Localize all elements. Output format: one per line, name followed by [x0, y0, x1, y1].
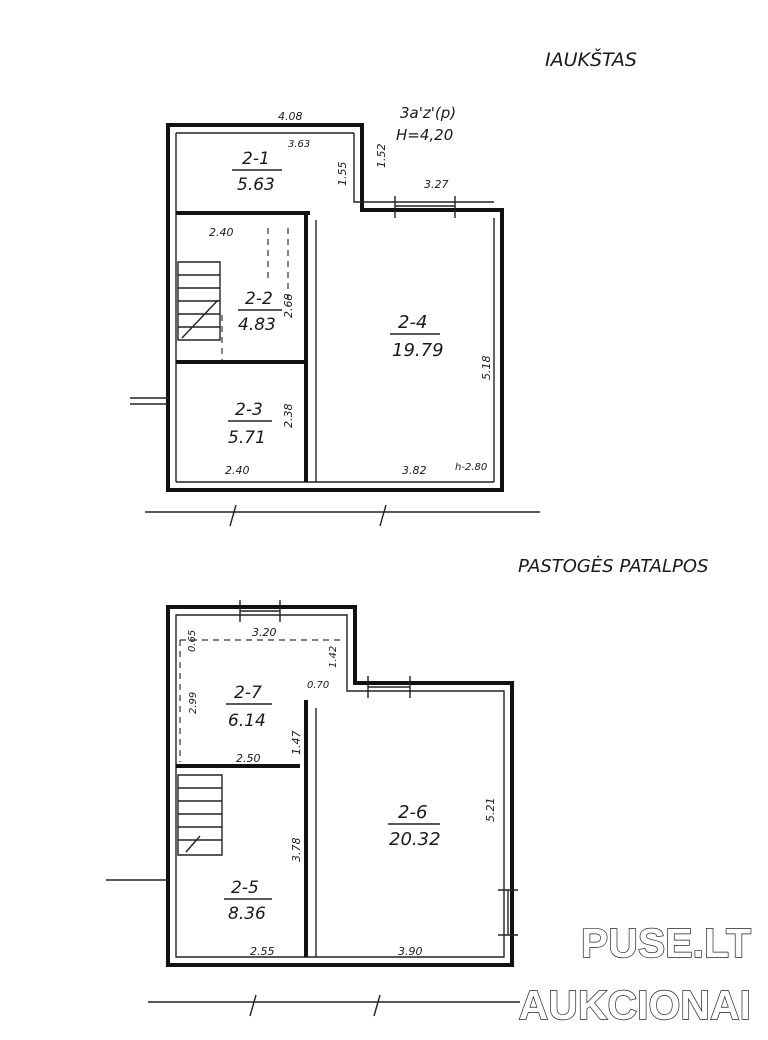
- floor1-inner-wall-line: [175, 132, 495, 483]
- floor1-heading: IAUKŠTAS: [545, 47, 637, 71]
- attic-dimension-line: [148, 994, 520, 1017]
- room-id-2-2: 2-2: [245, 289, 273, 309]
- dim-1-47: 1.47: [290, 731, 303, 756]
- watermark-line1: PUSE.LT: [581, 920, 751, 966]
- dim-0-65: 0.65: [187, 630, 198, 652]
- dim-3-78: 3.78: [290, 838, 303, 863]
- dim-1-55: 1.55: [336, 162, 349, 187]
- dim-2-68: 2.68: [282, 294, 295, 319]
- dim-2-50: 2.50: [236, 752, 261, 765]
- dim-1-42: 1.42: [328, 646, 339, 668]
- room-area-2-6: 20.32: [389, 829, 441, 850]
- room-id-2-7: 2-7: [234, 683, 262, 703]
- room-area-2-3: 5.71: [228, 428, 266, 448]
- floor1-dashed-lines: [221, 228, 289, 360]
- height-note-2: H=4,20: [396, 126, 453, 144]
- dim-3-90: 3.90: [398, 945, 423, 958]
- dim-5-21: 5.21: [484, 798, 497, 823]
- watermark-line2: AUKCIONAI: [519, 982, 751, 1028]
- dim-h-2-80: h-2.80: [455, 462, 487, 473]
- room-area-2-4: 19.79: [392, 340, 444, 361]
- room-area-2-5: 8.36: [228, 904, 266, 924]
- dim-3-63: 3.63: [288, 139, 310, 150]
- attic-window-side: [498, 889, 518, 936]
- room-id-2-3: 2-3: [235, 400, 263, 420]
- attic-heading: PASTOGĖS PATALPOS: [518, 556, 708, 577]
- dim-0-70: 0.70: [307, 680, 329, 691]
- dim-2-40-top: 2.40: [209, 226, 234, 239]
- floor1-plan: IAUKŠTAS 3a'z'(p) H=4,20 2-1 5.63 2-2 4.…: [130, 47, 637, 527]
- dim-3-82: 3.82: [402, 464, 427, 477]
- attic-plan: PASTOGĖS PATALPOS 2-7 6.14 2-6 20.32 2-5…: [106, 556, 708, 1017]
- dim-1-52: 1.52: [375, 144, 388, 169]
- floor1-dimension-line: [145, 504, 540, 527]
- dim-2-40-bottom: 2.40: [225, 464, 250, 477]
- room-area-2-7: 6.14: [228, 711, 266, 731]
- room-id-2-1: 2-1: [242, 149, 270, 169]
- floor1-outer-wall: [166, 123, 504, 492]
- room-id-2-6: 2-6: [398, 802, 427, 823]
- attic-outer-wall: [166, 605, 514, 967]
- room-id-2-4: 2-4: [398, 312, 427, 333]
- attic-partitions: [176, 700, 308, 957]
- dim-4-08: 4.08: [278, 110, 303, 123]
- height-note-1: 3a'z'(p): [400, 104, 456, 122]
- floor1-stairs: [177, 261, 221, 341]
- attic-inner-wall-line: [175, 614, 505, 958]
- attic-window-top: [239, 600, 281, 622]
- dim-2-99: 2.99: [188, 692, 199, 714]
- attic-stairs: [177, 774, 223, 856]
- dim-3-27: 3.27: [424, 178, 449, 191]
- dim-3-20: 3.20: [252, 626, 277, 639]
- floor1-partitions: [176, 211, 310, 482]
- watermark: PUSE.LT AUKCIONAI: [518, 919, 752, 1028]
- floor1-window: [394, 196, 456, 218]
- room-area-2-1: 5.63: [237, 175, 275, 195]
- attic-window-right: [367, 676, 411, 698]
- dim-2-38: 2.38: [282, 404, 295, 429]
- room-id-2-5: 2-5: [231, 878, 259, 898]
- floor1-entrance: [130, 397, 168, 405]
- attic-dashed-lines: [179, 639, 340, 762]
- room-area-2-2: 4.83: [238, 315, 276, 335]
- dim-5-18: 5.18: [480, 356, 493, 381]
- dim-2-55: 2.55: [250, 945, 275, 958]
